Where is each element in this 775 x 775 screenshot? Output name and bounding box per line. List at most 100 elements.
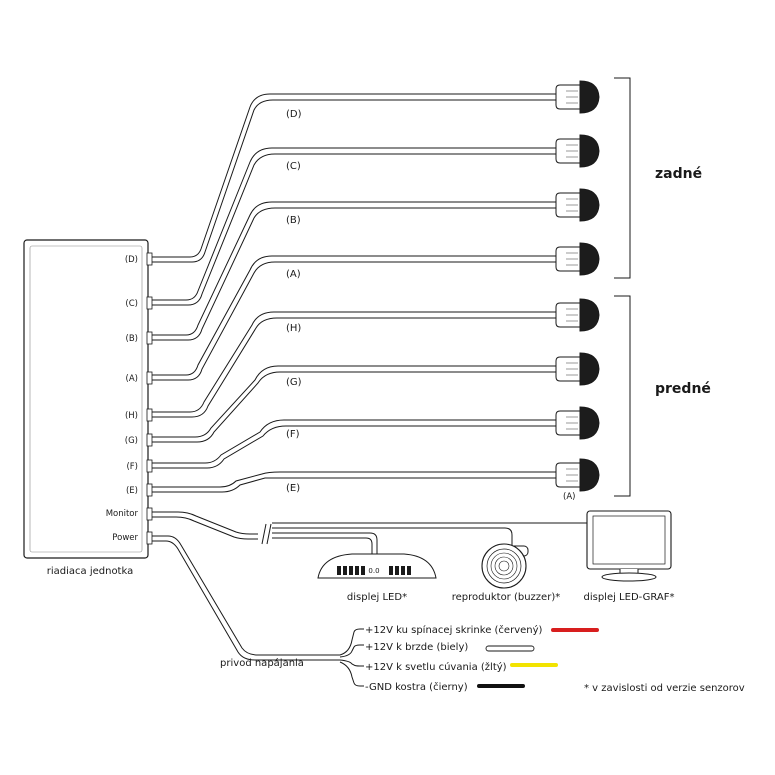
front-group-label: predné — [655, 381, 711, 397]
graf-display-label: displej LED-GRAF* — [583, 592, 674, 603]
monitor-cable-inner — [152, 516, 258, 540]
led-display-bars — [337, 566, 411, 575]
cable-e — [152, 471, 560, 488]
sensor-e — [555, 458, 600, 492]
port-connector-power — [146, 531, 153, 545]
cable-b — [152, 201, 560, 336]
port-label-g: (G) — [125, 436, 138, 446]
sensor-a — [555, 242, 600, 276]
port-label-d: (D) — [125, 255, 138, 265]
cable-c-inner — [152, 153, 560, 306]
power-wire-red — [339, 628, 364, 656]
wire-label-b: (B) — [286, 215, 301, 226]
port-connector-e — [146, 483, 153, 497]
cable-break-mark-1 — [261, 523, 267, 545]
led-bar — [389, 566, 393, 575]
led-cable-2 — [272, 537, 373, 556]
cable-h — [152, 311, 560, 413]
rear-group-label: zadné — [655, 166, 702, 182]
control-unit-box — [23, 239, 149, 559]
power-cable — [152, 535, 340, 656]
sensor-c — [555, 134, 600, 168]
wire-label-f: (F) — [286, 429, 300, 440]
port-connector-h — [146, 408, 153, 422]
led-bar — [395, 566, 399, 575]
sensor-g — [555, 352, 600, 386]
wire-label-e: (E) — [286, 483, 300, 494]
cable-d — [152, 93, 560, 258]
power-wire-yellow-swatch — [510, 663, 558, 667]
graf-display — [586, 510, 672, 582]
port-label-h: (H) — [125, 411, 138, 421]
led-bar — [401, 566, 405, 575]
port-label-e: (E) — [126, 486, 138, 496]
wire-label-d: (D) — [286, 109, 302, 120]
led-display — [317, 553, 437, 579]
led-display-label: displej LED* — [347, 592, 407, 603]
sensors — [555, 80, 600, 492]
sensor-b — [555, 188, 600, 222]
power-wire-red-swatch — [551, 628, 599, 632]
power-wire-black — [339, 661, 364, 687]
port-label-b: (B) — [126, 334, 138, 344]
cable-c — [152, 147, 560, 301]
cable-a — [152, 255, 560, 376]
led-bar — [337, 566, 341, 575]
led-display-text: 0.0 — [368, 567, 379, 575]
port-label-power: Power — [112, 533, 138, 543]
sensor-h — [555, 298, 600, 332]
port-connector-f — [146, 459, 153, 473]
power-wire-black-label: -GND kostra (čierny) — [365, 681, 468, 693]
led-bar — [361, 566, 365, 575]
port-connector-a — [146, 371, 153, 385]
power-cable-inner — [152, 540, 340, 661]
control-unit-inner — [29, 245, 143, 553]
cable-f — [152, 419, 560, 464]
graf-cable — [272, 522, 607, 531]
power-wire-yellow — [339, 659, 364, 667]
buzzer-label: reproduktor (buzzer)* — [452, 592, 560, 603]
port-connector-d — [146, 252, 153, 266]
sensor-d — [555, 80, 600, 114]
power-wire-yellow-label: +12V k svetlu cúvania (žltý) — [365, 661, 507, 673]
port-label-a: (A) — [126, 374, 138, 384]
port-label-f: (F) — [126, 462, 138, 472]
footnote: * v zavislosti od verzie senzorov — [584, 683, 745, 694]
power-wire-white — [339, 644, 364, 658]
led-bar — [343, 566, 347, 575]
port-label-monitor: Monitor — [106, 509, 139, 519]
monitor-cable — [152, 511, 258, 535]
cable-h-inner — [152, 317, 560, 418]
wire-label-a: (A) — [286, 269, 301, 280]
power-lead-label: privod napájania — [220, 657, 304, 669]
port-connector-monitor — [146, 507, 153, 521]
control-unit-label: riadiaca jednotka — [47, 566, 133, 577]
cable-g-inner — [152, 371, 560, 443]
cable-a-inner — [152, 261, 560, 381]
wire-label-g: (G) — [286, 377, 302, 388]
sensor-e-extra-label: (A) — [563, 492, 575, 502]
cable-d-inner — [152, 99, 560, 263]
led-bar — [407, 566, 411, 575]
wire-label-h: (H) — [286, 323, 301, 334]
power-wire-red-label: +12V ku spínacej skrinke (červený) — [365, 624, 543, 636]
led-bar — [355, 566, 359, 575]
port-connector-g — [146, 433, 153, 447]
led-cable — [272, 532, 378, 556]
led-bar — [349, 566, 353, 575]
wire-label-c: (C) — [286, 161, 301, 172]
port-connector-b — [146, 331, 153, 345]
buzzer — [481, 543, 529, 589]
power-wire-black-swatch — [477, 684, 525, 688]
port-connector-c — [146, 296, 153, 310]
cable-f-inner — [152, 425, 560, 469]
power-wire-white-swatch — [485, 645, 535, 652]
rear-bracket — [614, 77, 631, 279]
sensor-f — [555, 406, 600, 440]
power-wire-white-label: +12V k brzde (biely) — [365, 642, 468, 653]
cable-e-inner — [152, 477, 560, 493]
cable-g — [152, 365, 560, 438]
port-label-c: (C) — [125, 299, 138, 309]
